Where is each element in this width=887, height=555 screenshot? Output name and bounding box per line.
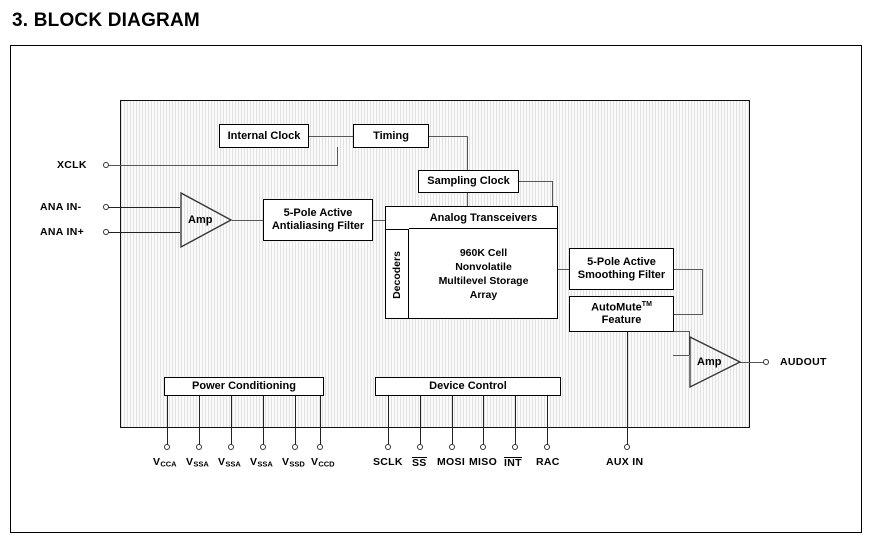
wire-control-pin-2 <box>420 395 421 447</box>
trademark-symbol: TM <box>641 300 652 308</box>
wire-samplingclock-right <box>518 181 553 182</box>
pin-label-power-3: VSSA <box>218 456 241 469</box>
wire-smoothing-right <box>673 269 703 270</box>
pin-terminal-ana-in-minus[interactable] <box>103 204 109 210</box>
wire-power-pin-4 <box>263 395 264 447</box>
pin-label-xclk: XCLK <box>57 159 87 171</box>
wire-amp-to-antialias <box>232 220 264 221</box>
wire-join-left <box>673 331 690 332</box>
pin-label-power-5: VSSD <box>282 456 305 469</box>
pin-terminal-vssa-3[interactable] <box>260 444 266 450</box>
wire-xclk-horizontal <box>108 165 338 166</box>
wire-xclk-to-internal-clock <box>337 147 338 166</box>
wire-into-output-amp <box>673 355 689 356</box>
storage-array-line4: Array <box>469 289 498 302</box>
wire-control-pin-3 <box>452 395 453 447</box>
wire-amp-to-audout <box>739 362 763 363</box>
storage-array-line2: Nonvolatile <box>455 260 512 273</box>
wire-control-pin-4 <box>483 395 484 447</box>
pin-terminal-aux-in[interactable] <box>624 444 630 450</box>
amp-input-label: Amp <box>188 214 213 226</box>
pin-label-ss: SS <box>412 457 427 469</box>
block-storage-array: 960K Cell Nonvolatile Multilevel Storage… <box>409 229 558 319</box>
wire-internalclock-timing <box>308 136 353 137</box>
pin-terminal-sclk[interactable] <box>385 444 391 450</box>
wire-to-smoothing-filter <box>552 269 570 270</box>
page-title: 3. BLOCK DIAGRAM <box>12 10 200 31</box>
wire-power-pin-6 <box>320 395 321 447</box>
wire-power-pin-1 <box>167 395 168 447</box>
pin-terminal-rac[interactable] <box>544 444 550 450</box>
pin-label-audout: AUDOUT <box>780 356 827 368</box>
smoothing-filter-line2: Smoothing Filter <box>577 269 666 281</box>
automute-line2: Feature <box>601 314 642 327</box>
pin-label-power-4: VSSA <box>250 456 273 469</box>
block-automute[interactable]: AutoMuteTM Feature <box>569 296 674 332</box>
wire-antialias-to-memory <box>372 220 386 221</box>
pin-label-aux-in: AUX IN <box>606 456 644 468</box>
smoothing-filter-line1: 5-Pole Active <box>587 256 656 269</box>
pin-label-ana-in-plus: ANA IN+ <box>40 226 85 238</box>
block-power-conditioning[interactable]: Power Conditioning <box>164 377 324 396</box>
pin-terminal-mosi[interactable] <box>449 444 455 450</box>
block-antialiasing-filter[interactable]: 5-Pole Active Antialiasing Filter <box>263 199 373 241</box>
wire-power-pin-5 <box>295 395 296 447</box>
amp-output[interactable]: Amp <box>689 336 741 388</box>
pin-terminal-vssa-2[interactable] <box>228 444 234 450</box>
antialiasing-filter-line2: Antialiasing Filter <box>271 220 365 232</box>
storage-array-line1: 960K Cell <box>459 246 508 259</box>
pin-terminal-xclk[interactable] <box>103 162 109 168</box>
wire-timing-right <box>428 136 468 137</box>
wire-ana-in-minus <box>108 207 180 208</box>
antialiasing-filter-line1: 5-Pole Active <box>283 207 353 220</box>
pin-terminal-vssd[interactable] <box>292 444 298 450</box>
block-analog-transceivers: Analog Transceivers <box>409 207 558 229</box>
pin-label-sclk: SCLK <box>373 456 403 468</box>
pin-terminal-audout[interactable] <box>763 359 769 365</box>
wire-power-pin-3 <box>231 395 232 447</box>
wire-control-pin-5 <box>515 395 516 447</box>
pin-label-ana-in-minus: ANA IN- <box>40 201 82 213</box>
block-internal-clock[interactable]: Internal Clock <box>219 124 309 148</box>
pin-terminal-vccd[interactable] <box>317 444 323 450</box>
wire-automute-right <box>673 314 703 315</box>
amp-input[interactable]: Amp <box>180 192 232 248</box>
block-smoothing-filter[interactable]: 5-Pole Active Smoothing Filter <box>569 248 674 290</box>
wire-timing-down <box>467 136 468 172</box>
block-timing[interactable]: Timing <box>353 124 429 148</box>
pin-label-int: INT <box>504 457 522 469</box>
pin-terminal-int[interactable] <box>512 444 518 450</box>
wire-auxin <box>627 331 628 447</box>
block-decoders: Decoders <box>386 229 409 319</box>
pin-terminal-miso[interactable] <box>480 444 486 450</box>
block-sampling-clock[interactable]: Sampling Clock <box>418 170 519 193</box>
storage-array-line3: Multilevel Storage <box>438 275 529 287</box>
pin-label-mosi: MOSI <box>437 456 466 468</box>
pin-terminal-ana-in-plus[interactable] <box>103 229 109 235</box>
pin-terminal-ss[interactable] <box>417 444 423 450</box>
wire-control-pin-1 <box>388 395 389 447</box>
pin-label-power-1: VCCA <box>153 456 177 469</box>
wire-smoothing-down <box>702 269 703 315</box>
wire-control-pin-6 <box>547 395 548 447</box>
decoders-label: Decoders <box>391 250 404 299</box>
pin-label-power-2: VSSA <box>186 456 209 469</box>
block-device-control[interactable]: Device Control <box>375 377 561 396</box>
wire-ana-in-plus <box>108 232 180 233</box>
automute-line1: AutoMuteTM <box>591 300 652 314</box>
amp-output-label: Amp <box>697 356 722 368</box>
wire-power-pin-2 <box>199 395 200 447</box>
block-memory-array-group[interactable]: Analog Transceivers Decoders 960K Cell N… <box>385 206 558 319</box>
wire-samplingclock-down <box>467 192 468 207</box>
pin-label-miso: MISO <box>469 456 498 468</box>
pin-label-rac: RAC <box>536 456 560 468</box>
pin-label-power-6: VCCD <box>311 456 335 469</box>
pin-terminal-vcca[interactable] <box>164 444 170 450</box>
pin-terminal-vssa-1[interactable] <box>196 444 202 450</box>
